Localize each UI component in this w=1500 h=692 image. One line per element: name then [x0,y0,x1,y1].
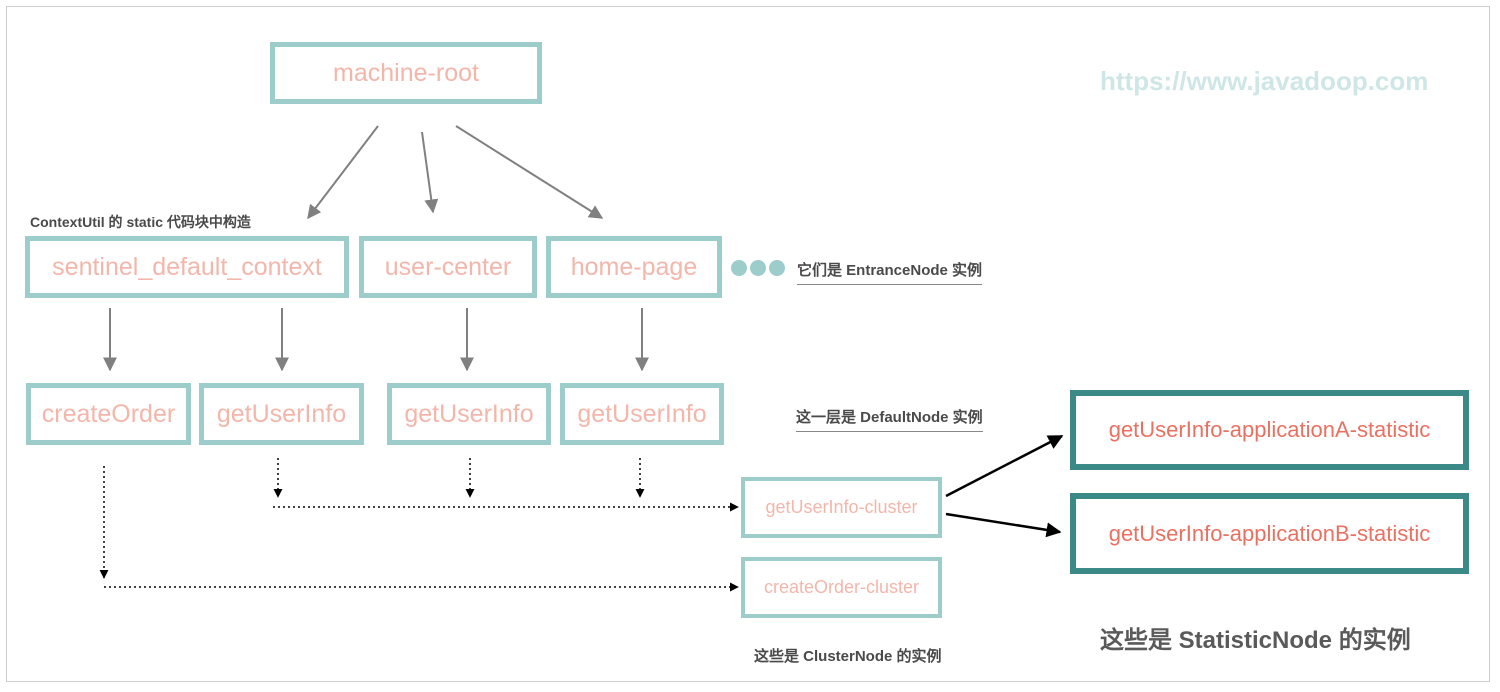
ellipsis-dot-1 [731,260,747,276]
home-page-node: home-page [546,236,722,298]
watermark-url: https://www.javadoop.com [1100,66,1429,96]
diagram-frame [6,6,1490,682]
create-order-cluster-node: createOrder-cluster [741,557,942,618]
machine-root-node: machine-root [270,42,542,104]
get-user-info-node-3: getUserInfo [560,383,724,445]
get-user-info-cluster-node: getUserInfo-cluster [741,477,942,538]
context-util-note: ContextUtil 的 static 代码块中构造 [30,214,251,230]
default-node-note: 这一层是 DefaultNode 实例 [796,406,983,432]
entrance-node-note: 它们是 EntranceNode 实例 [797,259,983,285]
get-user-info-node-1: getUserInfo [199,383,364,445]
statistic-node-note: 这些是 StatisticNode 的实例 [1100,627,1411,654]
get-user-info-node-2: getUserInfo [387,383,551,445]
stat-application-b-node: getUserInfo-applicationB-statistic [1070,493,1469,574]
ellipsis-dot-3 [769,260,785,276]
user-center-node: user-center [359,236,537,298]
ellipsis-dot-2 [750,260,766,276]
sentinel-default-context-node: sentinel_default_context [25,236,349,298]
cluster-node-note: 这些是 ClusterNode 的实例 [754,648,942,665]
create-order-node: createOrder [26,383,191,445]
stat-application-a-node: getUserInfo-applicationA-statistic [1070,390,1469,470]
